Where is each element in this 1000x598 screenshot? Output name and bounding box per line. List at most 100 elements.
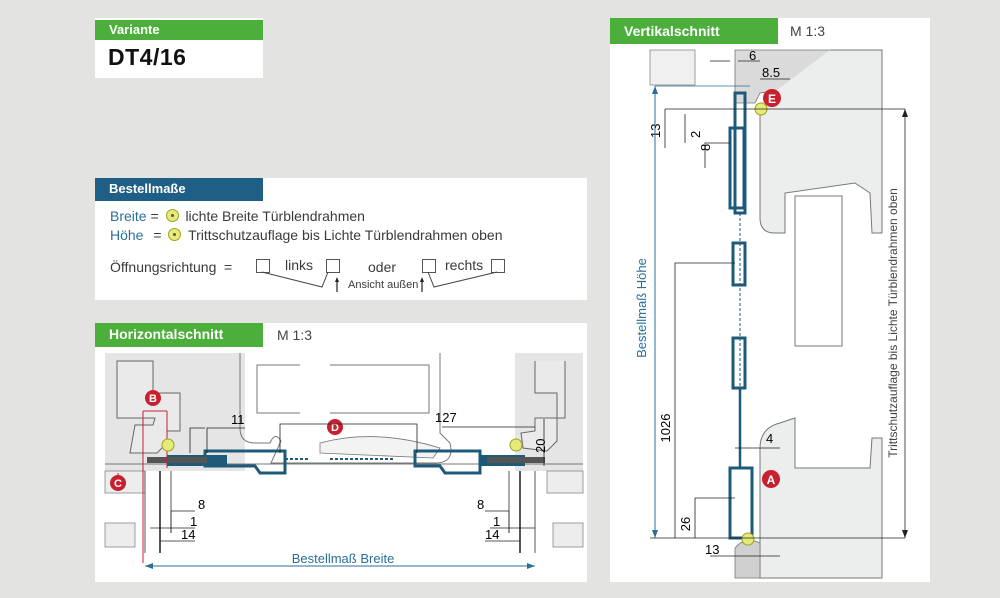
right-wall-block-lower bbox=[552, 522, 584, 548]
option-links: links bbox=[285, 257, 314, 273]
threshold-profile bbox=[734, 540, 761, 579]
rail-break bbox=[310, 456, 330, 460]
dim-127: 127 bbox=[435, 410, 457, 425]
breite-dimension-label: Bestellmaß Breite bbox=[292, 551, 395, 566]
breite-equals: = bbox=[150, 208, 159, 224]
checkbox-rechts-right[interactable] bbox=[491, 259, 505, 273]
dim-14-left: 14 bbox=[181, 527, 195, 542]
right-wall-block bbox=[546, 470, 584, 494]
breite-label: Breite bbox=[110, 208, 147, 224]
seal-D bbox=[319, 436, 441, 459]
right-dimension-label: Trittschutzauflage bis Lichte Türblendra… bbox=[886, 188, 900, 458]
sash-outline bbox=[239, 353, 452, 464]
upper-blue-profile bbox=[733, 91, 747, 215]
bottom-blue-profile bbox=[728, 466, 754, 540]
bottom-rail-left bbox=[203, 449, 287, 475]
variante-value: DT4/16 bbox=[108, 44, 187, 70]
marker-B bbox=[145, 390, 161, 406]
marker-E bbox=[763, 89, 781, 107]
rechts-hinge-line bbox=[427, 271, 498, 288]
marker-A-label: A bbox=[767, 473, 776, 487]
break-gap bbox=[300, 363, 330, 417]
dim-13-bottom: 13 bbox=[705, 542, 719, 557]
marker-B-label: B bbox=[149, 393, 157, 405]
dim-8-right: 8 bbox=[477, 497, 484, 512]
glass-pane bbox=[794, 195, 843, 347]
dim-14-right: 14 bbox=[485, 527, 499, 542]
arrow-head-icon bbox=[335, 277, 339, 282]
reference-point-icon bbox=[168, 228, 182, 241]
marker-C-label: C bbox=[114, 478, 122, 490]
option-oder: oder bbox=[368, 259, 397, 275]
checkbox-rechts-left[interactable] bbox=[422, 259, 436, 273]
horizontalschnitt-scale: M 1:3 bbox=[277, 327, 313, 343]
dim-8-right-line bbox=[485, 510, 510, 533]
dim-26: 26 bbox=[678, 517, 693, 531]
bestellmasse-header: Bestellmaße bbox=[95, 178, 263, 201]
arrow-head-icon bbox=[902, 530, 908, 538]
horizontalschnitt-header: Horizontalschnitt bbox=[95, 323, 263, 347]
dim-8-line bbox=[704, 142, 730, 168]
dim-8: 8 bbox=[698, 144, 713, 151]
dim-26-line bbox=[694, 497, 735, 538]
horizontal-section-drawing: B C D 11 127 20 8 1 14 8 1 14 Bestellmaß… bbox=[104, 353, 584, 569]
arrow-head-icon bbox=[145, 563, 153, 569]
dim-1026-line bbox=[674, 262, 735, 538]
reference-point-bottom bbox=[741, 532, 755, 546]
hoehe-row: Höhe = Trittschutzauflage bis Lichte Tür… bbox=[110, 227, 502, 243]
dim-4: 4 bbox=[766, 431, 773, 446]
option-rechts: rechts bbox=[445, 257, 484, 273]
hoehe-label: Höhe bbox=[110, 227, 144, 243]
ansicht-aussen-label: Ansicht außen bbox=[348, 279, 419, 291]
screw-left bbox=[147, 457, 207, 463]
arrow-head-icon bbox=[527, 563, 535, 569]
dim-2: 2 bbox=[688, 131, 703, 138]
hoehe-description: Trittschutzauflage bis Lichte Türblendra… bbox=[188, 227, 503, 243]
dim-6: 6 bbox=[749, 48, 756, 63]
reference-point-left bbox=[161, 438, 175, 452]
dim-127-line bbox=[279, 423, 418, 453]
bottom-rail-right bbox=[413, 449, 482, 475]
reference-point-icon bbox=[165, 209, 179, 222]
variante-header: Variante bbox=[95, 20, 263, 40]
right-frame-profile bbox=[520, 361, 566, 452]
marker-E-label: E bbox=[768, 92, 776, 106]
dim-1026: 1026 bbox=[658, 414, 673, 443]
top-wall-block bbox=[649, 49, 696, 86]
left-wall-block-lower bbox=[104, 522, 136, 548]
dim-8-left: 8 bbox=[198, 497, 205, 512]
screw-right bbox=[487, 457, 545, 463]
checkbox-links-right[interactable] bbox=[326, 259, 340, 273]
dim-8-left-line bbox=[170, 510, 195, 533]
dim-11-right bbox=[206, 427, 245, 453]
vertikalschnitt-scale: M 1:3 bbox=[790, 23, 826, 39]
links-hinge-line bbox=[261, 271, 329, 288]
lower-frame-body bbox=[759, 417, 883, 579]
marker-C bbox=[110, 475, 126, 491]
hoehe-dimension-label: Bestellmaß Höhe bbox=[634, 258, 649, 358]
dim-11: 11 bbox=[231, 412, 245, 427]
oeffnung-equals: = bbox=[224, 259, 233, 275]
middle-blue-profile-1 bbox=[731, 241, 747, 287]
arrow-head-icon bbox=[652, 530, 658, 538]
vertikalschnitt-header: Vertikalschnitt bbox=[610, 18, 778, 44]
dim-1-right: 1 bbox=[493, 514, 500, 529]
dim-1-left: 1 bbox=[190, 514, 197, 529]
breite-description: lichte Breite Türblendrahmen bbox=[185, 208, 365, 224]
arrow-head-icon bbox=[420, 277, 424, 282]
sash-chamber bbox=[256, 364, 430, 414]
breite-row: Breite = lichte Breite Türblendrahmen bbox=[110, 208, 365, 224]
arrow-head-icon bbox=[902, 109, 908, 117]
upper-blue-chamber bbox=[728, 126, 746, 210]
dim-11-left bbox=[189, 427, 205, 453]
marker-D bbox=[327, 419, 343, 435]
marker-D-label: D bbox=[331, 422, 339, 434]
hoehe-equals: = bbox=[153, 227, 162, 243]
middle-blue-profile-2 bbox=[731, 336, 747, 390]
oeffnung-label: Öffnungsrichtung bbox=[110, 259, 217, 275]
dim-8-5: 8.5 bbox=[762, 65, 780, 80]
marker-A bbox=[762, 470, 780, 488]
dim-20: 20 bbox=[533, 439, 548, 453]
vertical-section-drawing: E A 6 8.5 13 2 8 Bestellmaß Höhe 1026 4 … bbox=[634, 48, 908, 579]
